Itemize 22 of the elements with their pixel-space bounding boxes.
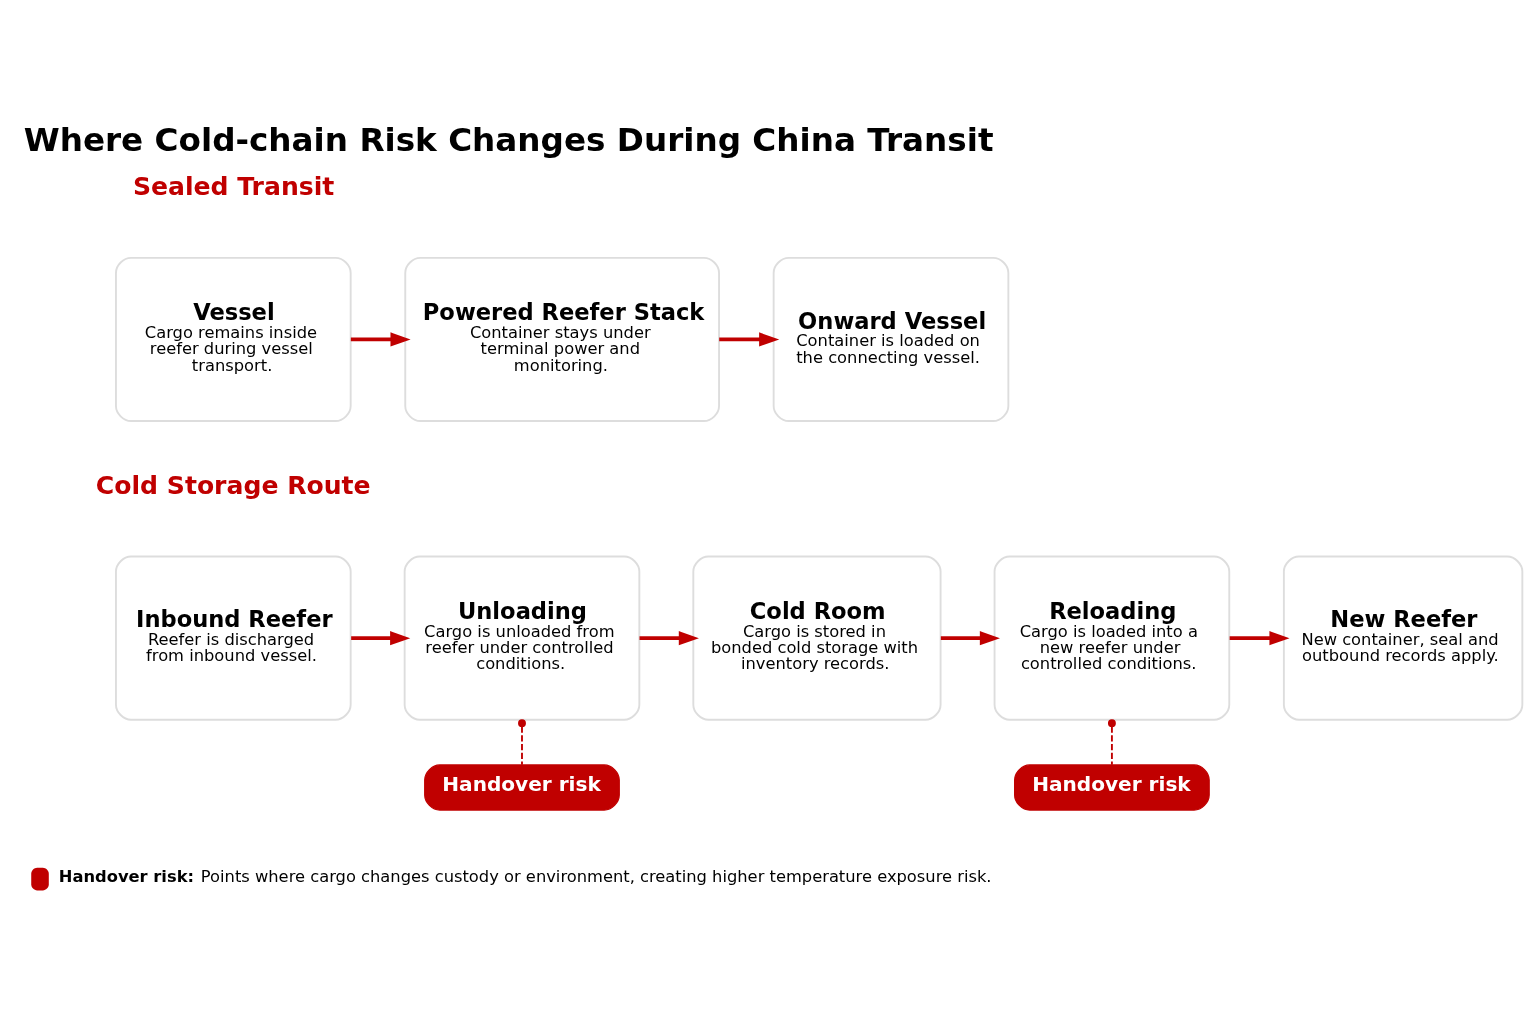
node-box: Cold Room Cargo is stored in bonded cold storage with inventory records. xyxy=(692,555,942,721)
arrow xyxy=(350,332,411,347)
arrow xyxy=(639,631,699,646)
node-box: Handover risk xyxy=(1014,764,1210,811)
node-box: Handover risk xyxy=(424,764,620,811)
node-box: Inbound Reefer Reefer is discharged from inbound vessel. xyxy=(115,555,352,721)
arrow xyxy=(940,631,1000,646)
legend-label: Handover risk: Points where cargo changes custody or environment, creating higher temperature exposure risk. xyxy=(58,867,992,887)
connector xyxy=(518,719,526,766)
label: Cold Storage Route xyxy=(95,470,371,500)
arrow xyxy=(351,631,411,646)
node-box: Powered Reefer Stack Container stays under terminal power and monitoring. xyxy=(404,256,720,422)
arrow xyxy=(719,332,780,347)
node-box: New Reefer New container, seal and outbound records apply. xyxy=(1282,555,1524,721)
node-box: Vessel Cargo remains inside reefer during vessel transport. xyxy=(115,256,352,422)
node-box: Onward Vessel Container is loaded on the connecting vessel. xyxy=(772,256,1010,422)
label: Sealed Transit xyxy=(132,172,335,202)
diagram-title: Where Cold-chain Risk Changes During China Transit xyxy=(23,120,994,159)
node-box: Unloading Cargo is unloaded from reefer under controlled conditions. xyxy=(403,555,641,721)
connector xyxy=(1107,719,1116,766)
arrow xyxy=(1229,631,1290,646)
node-box: Reloading Cargo is loaded into a new reefer under controlled conditions. xyxy=(993,555,1231,721)
